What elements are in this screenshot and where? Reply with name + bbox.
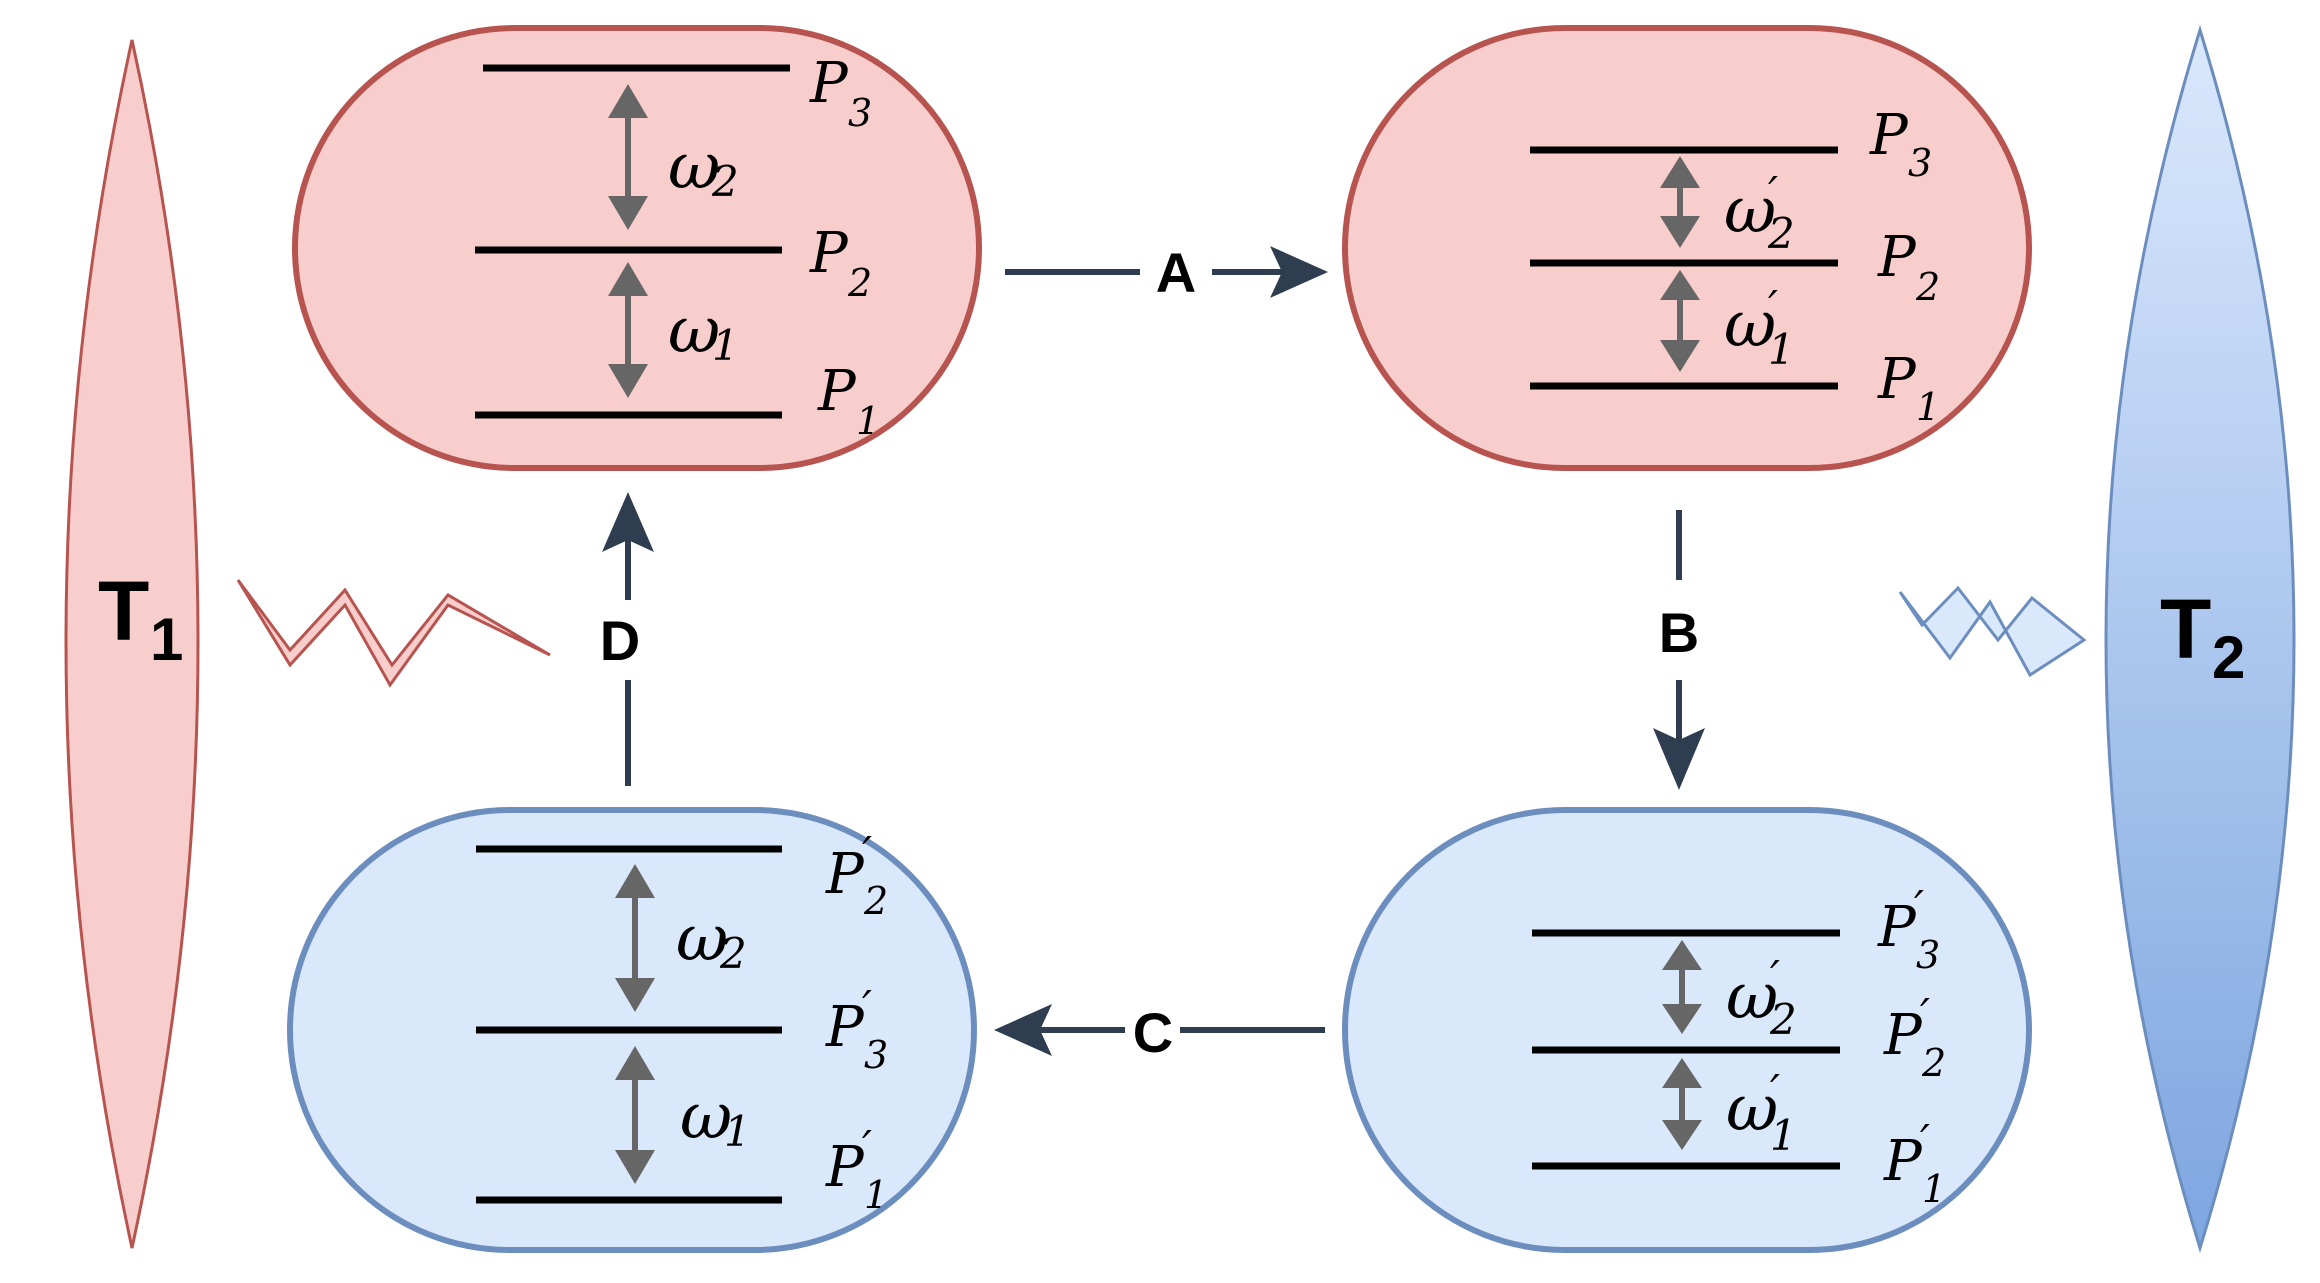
level-label: P (1877, 895, 1917, 960)
process-arrows (602, 246, 1705, 1056)
level-label: P (809, 221, 849, 286)
level-label-sub: 1 (864, 1173, 888, 1217)
level-label-prime: ′ (862, 828, 872, 879)
gap-label-prime: ′ (1770, 952, 1780, 1003)
gap-label-sub: 1 (1768, 325, 1795, 374)
gap-label-sub: 1 (1770, 1111, 1797, 1160)
gap-label: ω (668, 294, 720, 368)
level-label: P (817, 359, 857, 424)
level-label: P (809, 51, 849, 116)
level-label: P (825, 1135, 865, 1200)
level-label-prime: ′ (1920, 990, 1930, 1041)
arrow-b-head-icon (1653, 728, 1705, 790)
gap-label-sub: 2 (711, 157, 739, 206)
stroke-label-d: D (600, 609, 640, 672)
gap-label: ω (1726, 1072, 1778, 1146)
gap-label-sub: 2 (719, 929, 747, 978)
cold-reservoir-label: T (2160, 582, 2211, 676)
cold-reservoir-subscript: 2 (2212, 624, 2245, 691)
labels-top-left: P 3 P 2 P 1 ω 2 ω 1 (668, 51, 880, 443)
cold-reservoir: T 2 (2104, 24, 2296, 1254)
labels-bottom-left: P ′ 2 P ′ 3 P ′ 1 ω 2 ω 1 (676, 828, 888, 1217)
level-label-prime: ′ (1914, 882, 1924, 933)
gap-label: ω (1726, 960, 1778, 1034)
cold-heat-bolt-icon (1898, 585, 2087, 678)
level-label: P (825, 995, 865, 1060)
level-label-sub: 2 (1915, 265, 1940, 309)
hot-heat-bolt-icon (236, 579, 551, 688)
stroke-label-a: A (1156, 241, 1196, 304)
state-box-bottom-right (1342, 807, 2032, 1253)
level-label: P (1883, 1129, 1923, 1194)
gap-label-prime: ′ (1768, 168, 1778, 219)
gap-label-prime: ′ (1768, 282, 1778, 333)
level-label: P (1869, 103, 1909, 168)
level-label-sub: 2 (1921, 1041, 1946, 1085)
labels-top-right: P 3 P 2 P 1 ω ′ 2 ω ′ 1 (1724, 103, 1940, 429)
hot-reservoir-subscript: 1 (150, 606, 183, 673)
level-label-prime: ′ (862, 982, 872, 1033)
arrow-c-head-icon (994, 1004, 1052, 1056)
labels-bottom-right: P ′ 3 P ′ 2 P ′ 1 ω ′ 2 ω ′ 1 (1726, 882, 1946, 1211)
level-label-sub: 3 (1908, 141, 1932, 185)
arrow-a-head-icon (1270, 246, 1328, 298)
level-label: P (825, 842, 865, 907)
level-label-sub: 2 (863, 879, 888, 923)
stroke-label-c: C (1133, 1001, 1173, 1064)
gap-label: ω (668, 130, 720, 204)
level-label: P (1877, 347, 1917, 412)
gap-label-sub: 2 (1769, 995, 1797, 1044)
gap-arrows (608, 84, 1702, 1184)
gap-label-prime: ′ (1770, 1066, 1780, 1117)
gap-label-sub: 1 (712, 321, 739, 370)
gap-label: ω (680, 1080, 732, 1154)
level-label-prime: ′ (1920, 1116, 1930, 1167)
energy-levels (475, 64, 1840, 1204)
gap-label-sub: 2 (1767, 209, 1795, 258)
level-label-sub: 3 (1916, 933, 1940, 977)
gap-label: ω (676, 902, 728, 976)
state-box-top-right (1342, 25, 2032, 471)
level-label-sub: 3 (864, 1033, 888, 1077)
level-label-sub: 2 (847, 261, 872, 305)
level-label-sub: 1 (1922, 1167, 1946, 1211)
arrow-d-head-icon (602, 492, 654, 552)
hot-reservoir: T 1 (64, 39, 200, 1249)
level-label-sub: 3 (848, 91, 872, 135)
gap-label-sub: 1 (724, 1107, 751, 1156)
level-label: P (1883, 1003, 1923, 1068)
gap-label: ω (1724, 288, 1776, 362)
level-label: P (1877, 225, 1917, 290)
level-label-sub: 1 (1916, 385, 1940, 429)
stroke-label-b: B (1659, 601, 1699, 664)
level-label-prime: ′ (862, 1122, 872, 1173)
gap-label: ω (1724, 174, 1776, 248)
level-label-sub: 1 (856, 399, 880, 443)
hot-reservoir-label: T (98, 564, 149, 658)
